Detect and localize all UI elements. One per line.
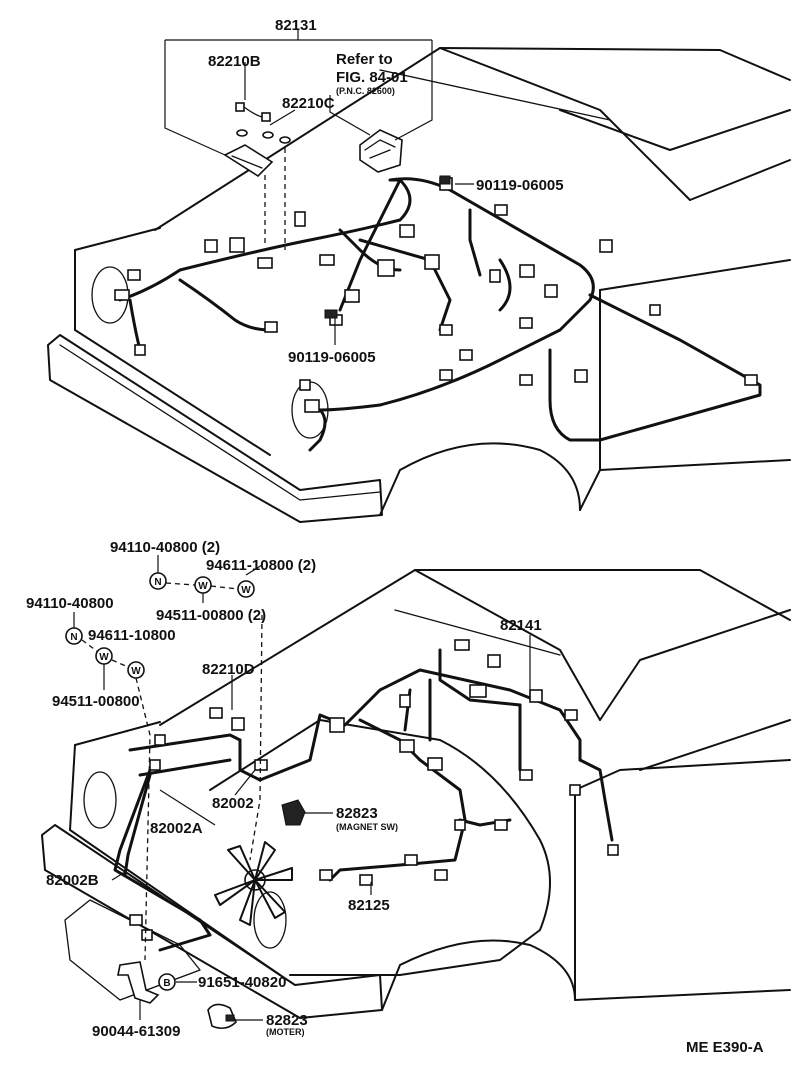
label-82002a: 82002A [150,820,203,837]
label-clamp: 90044-61309 [92,1023,180,1040]
top-labels: 82131 82210B 82210C Refer to FIG. 84-01 … [208,17,564,366]
label-motor: (MOTER) [266,1027,305,1037]
label-82141: 82141 [500,617,542,634]
bolt-symbol: B [158,973,176,991]
fan-motor [207,1003,237,1030]
bottom-hardware-symbols: N W W N W W B [65,572,255,991]
svg-text:B: B [163,978,170,989]
cooling-fan [214,841,293,926]
top-leader-lines [164,30,474,345]
svg-text:N: N [154,577,161,588]
label-bolt-upper: 90119-06005 [476,177,564,194]
label-washer-c: 94611-10800 [88,627,176,644]
label-82823-motor: 82823 [266,1012,308,1029]
washer-symbol: W [194,576,212,594]
washer-symbol: W [127,661,145,679]
svg-text:W: W [198,581,208,592]
magnet-switch [281,799,306,826]
label-bolt: 91651-40820 [198,974,286,991]
washer-symbol: W [95,647,113,665]
bottom-connectors [129,639,619,941]
label-refer-to: Refer to [336,51,393,68]
label-82823-magnet: 82823 [336,805,378,822]
svg-text:N: N [70,632,77,643]
nut-symbol: N [65,627,83,645]
bottom-leader-lines [73,555,531,1021]
svg-text:W: W [241,585,251,596]
label-refer-fig: FIG. 84-01 [336,69,408,86]
relay-block-82600 [359,129,403,173]
label-bolt-lower: 90119-06005 [288,349,376,366]
top-vehicle-outline [47,47,791,523]
label-nut-b: 94110-40800 [26,595,114,612]
label-nut-a: 94110-40800 (2) [110,539,220,556]
fuse-box-82210b [223,102,291,178]
label-82002b: 82002B [46,872,99,889]
svg-text:W: W [131,666,141,677]
motor-bracket [117,961,160,1004]
bottom-vehicle-outline [41,569,791,1019]
nut-symbol: N [149,572,167,590]
top-harness [118,177,762,452]
label-washer-a: 94611-10800 (2) [206,557,316,574]
label-refer-pnc: (P.N.C. 82600) [336,86,395,96]
label-82210d: 82210D [202,661,255,678]
label-82131: 82131 [275,17,317,34]
label-82210c: 82210C [282,95,335,112]
top-connectors [114,177,758,413]
svg-text:W: W [99,652,109,663]
label-washer-d: 94511-00800 [52,693,140,710]
figure-code: ME E390-A [686,1039,764,1056]
bottom-labels: 94110-40800 (2) 94611-10800 (2) 94511-00… [26,539,764,1056]
label-82002: 82002 [212,795,254,812]
washer-symbol: W [237,580,255,598]
top-bolts [324,175,451,319]
label-82125: 82125 [348,897,390,914]
label-82210b: 82210B [208,53,261,70]
label-washer-b: 94511-00800 (2) [156,607,266,624]
label-magnet-sw: (MAGNET SW) [336,822,398,832]
